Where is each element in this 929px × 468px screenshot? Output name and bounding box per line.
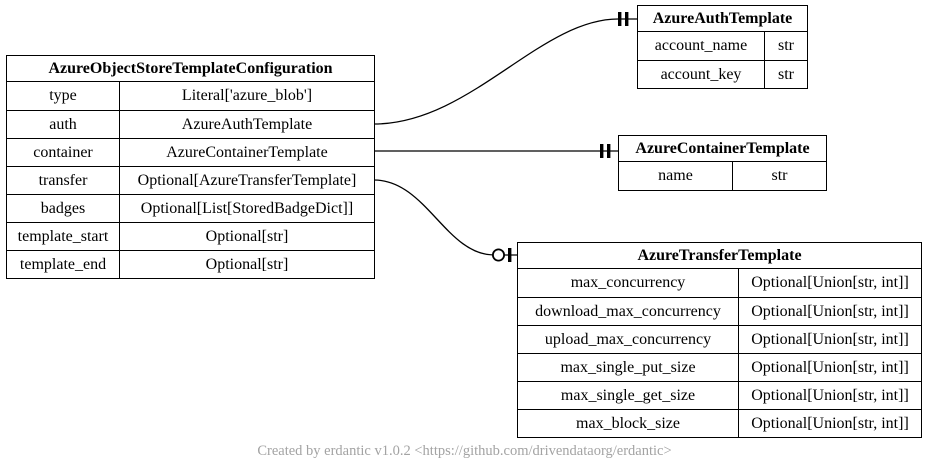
entity-title: AzureTransferTemplate	[518, 243, 921, 269]
field-type-cell: Optional[Union[str, int]]	[738, 354, 921, 381]
field-row: auth AzureAuthTemplate	[7, 110, 374, 138]
edge-auth	[373, 18, 637, 125]
field-name-cell: auth	[49, 115, 77, 133]
field-row: transfer Optional[AzureTransferTemplate]	[7, 166, 374, 194]
field-name-cell: max_block_size	[576, 414, 680, 432]
field-row: max_single_put_size Optional[Union[str, i…	[518, 353, 921, 381]
field-row: name str	[619, 162, 826, 190]
field-name-cell: name	[658, 167, 693, 184]
field-name-cell: max_concurrency	[570, 274, 686, 291]
field-row: template_end Optional[str]	[7, 250, 374, 278]
cardinality-bar-icon	[600, 144, 604, 158]
field-type-cell: Optional[Union[str, int]]	[738, 410, 921, 437]
field-name-cell: upload_max_concurrency	[544, 330, 712, 348]
field-name-cell: transfer	[38, 171, 88, 189]
field-row: account_name str	[638, 32, 807, 60]
field-type-cell: Literal['azure_blob']	[119, 82, 374, 110]
field-name-cell: type	[49, 87, 77, 104]
entity-title: AzureContainerTemplate	[619, 136, 826, 162]
field-type-cell: Optional[List[StoredBadgeDict]]	[119, 195, 374, 222]
field-type-cell: Optional[Union[str, int]]	[738, 298, 921, 325]
field-type-cell: Optional[Union[str, int]]	[738, 382, 921, 409]
cardinality-bar-icon	[607, 144, 611, 158]
field-type-cell: str	[764, 61, 807, 88]
field-row: template_start Optional[str]	[7, 222, 374, 250]
field-name-cell: account_name	[654, 37, 748, 54]
cardinality-bar-icon	[618, 12, 622, 26]
field-name-cell: badges	[40, 199, 86, 217]
field-row: download_max_concurrency Optional[Union[s…	[518, 297, 921, 325]
field-row: upload_max_concurrency Optional[Union[str…	[518, 325, 921, 353]
field-name-cell: container	[33, 143, 93, 161]
cardinality-bar-icon	[625, 12, 629, 26]
field-row: badges Optional[List[StoredBadgeDict]]	[7, 194, 374, 222]
field-rows: name str	[619, 162, 826, 190]
field-type-cell: Optional[AzureTransferTemplate]	[119, 167, 374, 194]
field-type-cell: Optional[str]	[119, 251, 374, 278]
field-row: account_key str	[638, 60, 807, 88]
attribution-text: Created by erdantic v1.0.2 <https://gith…	[257, 443, 672, 459]
field-row: max_single_get_size Optional[Union[str, i…	[518, 381, 921, 409]
field-row: max_block_size Optional[Union[str, int]]	[518, 409, 921, 437]
field-type-cell: str	[764, 32, 807, 60]
entity-azure-object-store-template-configuration: AzureObjectStoreTemplateConfiguration ty…	[6, 55, 375, 279]
field-row: type Literal['azure_blob']	[7, 82, 374, 110]
field-type-cell: Optional[Union[str, int]]	[738, 269, 921, 297]
cardinality-bar-icon	[508, 248, 512, 262]
field-name-cell: max_single_put_size	[560, 358, 696, 376]
field-type-cell: AzureContainerTemplate	[119, 139, 374, 166]
cardinality-circle-icon	[491, 248, 505, 262]
field-rows: type Literal['azure_blob']auth AzureAuthTe…	[7, 82, 374, 278]
field-type-cell: str	[732, 162, 826, 190]
entity-azure-container-template: AzureContainerTemplate name str	[618, 135, 827, 191]
field-name-cell: download_max_concurrency	[535, 302, 721, 320]
field-name-cell: template_end	[19, 255, 107, 273]
field-row: max_concurrency Optional[Union[str, int]]	[518, 269, 921, 297]
field-name-cell: account_key	[660, 65, 742, 83]
field-type-cell: Optional[str]	[119, 223, 374, 250]
entity-title: AzureAuthTemplate	[638, 6, 807, 32]
field-name-cell: template_start	[17, 227, 109, 245]
field-type-cell: AzureAuthTemplate	[119, 111, 374, 138]
edge-transfer	[373, 179, 517, 256]
field-row: container AzureContainerTemplate	[7, 138, 374, 166]
field-type-cell: Optional[Union[str, int]]	[738, 326, 921, 353]
entity-title: AzureObjectStoreTemplateConfiguration	[7, 56, 374, 82]
field-name-cell: max_single_get_size	[560, 386, 696, 404]
